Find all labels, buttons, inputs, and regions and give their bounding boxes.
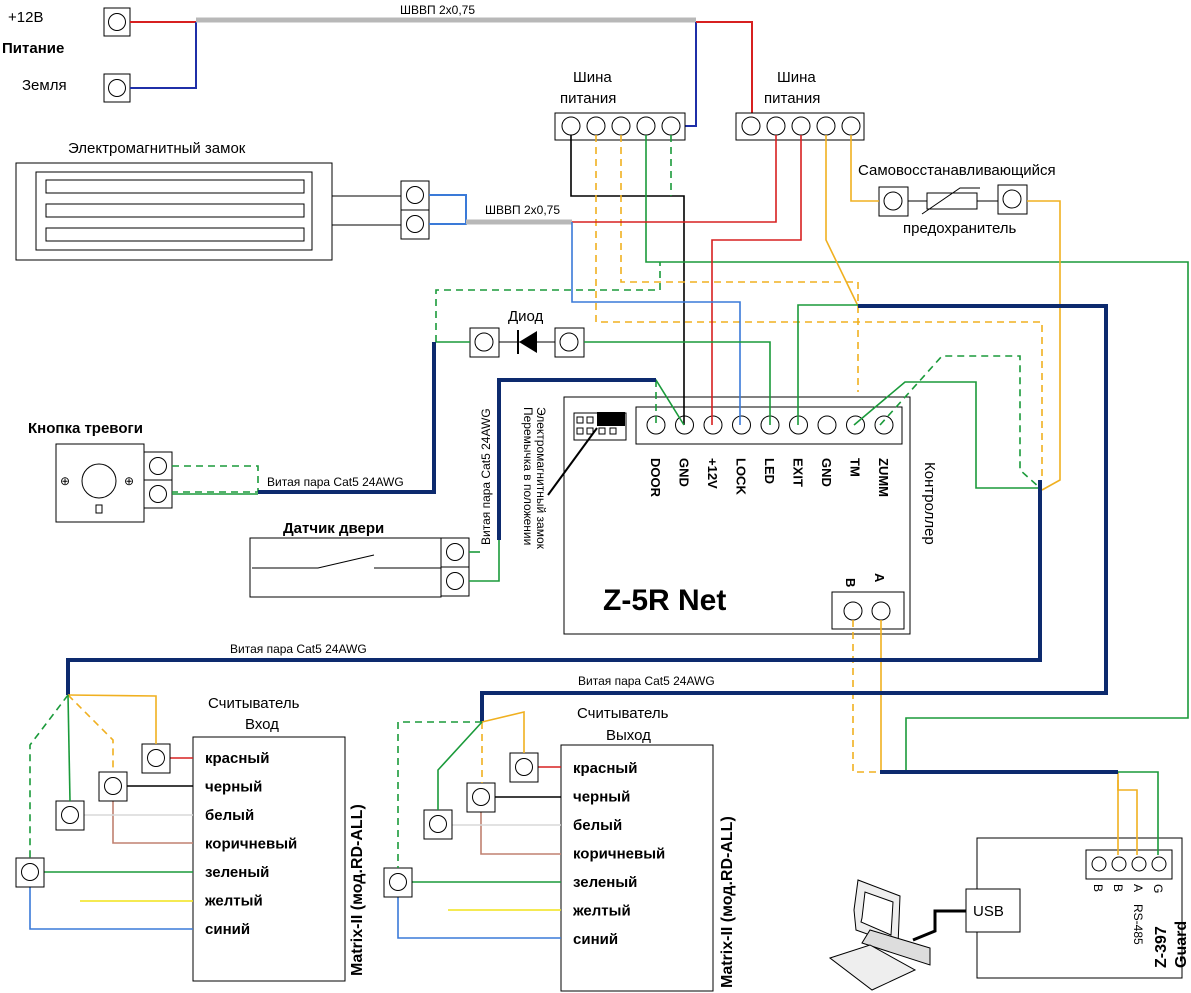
power-section: +12В Питание Земля	[2, 7, 131, 103]
cable-label-door: Витая пара Cat5 24AWG	[479, 408, 493, 545]
power-bus-1: Шина питания	[554, 69, 686, 141]
svg-text:G: G	[1151, 884, 1165, 893]
door-sensor: Датчик двери	[249, 520, 470, 598]
power-plus-label: +12В	[8, 9, 43, 26]
svg-text:Выход: Выход	[606, 727, 651, 744]
power-title: Питание	[2, 40, 64, 57]
wires	[172, 135, 1189, 855]
power-ground-label: Земля	[22, 77, 67, 94]
reader_in-wire-label: синий	[205, 921, 250, 938]
reader_out-wire-label: красный	[573, 760, 637, 777]
controller-side-label: Контроллер	[921, 462, 938, 545]
svg-text:питания: питания	[560, 90, 616, 107]
resettable-fuse: Самовосстанавливающийся предохранитель	[858, 162, 1056, 237]
converter-z397-guard: В B A G RS-485 USB Z-397 Guard	[965, 837, 1190, 979]
svg-text:Guard: Guard	[1173, 921, 1190, 968]
cat5-cables	[66, 304, 1118, 774]
controller-pin-label: TM	[848, 458, 863, 477]
rs-pin-a: A	[872, 573, 887, 583]
diode: Диод	[469, 308, 585, 358]
controller-pin-label: +12V	[705, 458, 720, 489]
controller-pin-label: GND	[819, 458, 834, 487]
reader_in-wire-label: коричневый	[205, 836, 297, 853]
cable-label-top: ШВВП 2х0,75	[400, 3, 475, 17]
reader-out-model: Matrix-II (мод.RD-ALL)	[719, 816, 736, 988]
controller-pin-label: LED	[762, 458, 777, 484]
svg-text:предохранитель: предохранитель	[903, 220, 1017, 237]
reader-out-terminals	[383, 752, 539, 898]
power-bus-2: Шина питания	[735, 69, 865, 141]
terminal-ground	[103, 73, 131, 103]
svg-text:⊕: ⊕	[124, 474, 134, 488]
controller-pin-3	[732, 415, 751, 435]
alarm-button: Кнопка тревоги ⊕ ⊕	[28, 420, 173, 523]
reader_in-wire-label: красный	[205, 750, 269, 767]
svg-text:⊕: ⊕	[60, 474, 70, 488]
electromagnetic-lock: Электромагнитный замок	[15, 140, 430, 261]
jumper-block	[547, 412, 627, 496]
reader-lead-wire	[397, 897, 561, 939]
rs-pin-b: B	[843, 578, 858, 587]
usb-label: USB	[973, 903, 1004, 920]
lock-title: Электромагнитный замок	[68, 140, 246, 157]
controller-z5r-net: DOOR GND +12V LOCK LED EXIT GND TM ZUMM Контролл…	[521, 396, 938, 635]
svg-text:Считыватель: Считыватель	[208, 695, 300, 712]
reader-fan-wires	[29, 694, 525, 868]
reader_in-wire-label: желтый	[204, 893, 263, 910]
cable-label-lock: ШВВП 2х0,75	[485, 203, 560, 217]
cable-label-alarm: Витая пара Cat5 24AWG	[267, 475, 404, 489]
jumper-note-2: Электромагнитный замок	[534, 407, 548, 550]
reader_out-wire-label: зеленый	[573, 874, 637, 891]
reader-in-terminals	[15, 743, 171, 888]
controller-pin-8	[874, 415, 894, 435]
reader_in-wire-label: белый	[205, 807, 254, 824]
controller-pin-label: ZUMM	[876, 458, 891, 497]
controller-name: Z-5R Net	[603, 584, 726, 617]
controller-pin-label: LOCK	[734, 458, 749, 495]
cable-label-reader-in: Витая пара Cat5 24AWG	[230, 642, 367, 656]
door-sensor-title: Датчик двери	[283, 520, 384, 537]
svg-text:Диод: Диод	[508, 308, 544, 325]
controller-pin-2	[703, 415, 723, 435]
controller-pin-label: EXIT	[791, 458, 806, 487]
reader_out-wire-label: белый	[573, 817, 622, 834]
controller-pin-label: GND	[677, 458, 692, 487]
reader_out-wire-label: черный	[573, 789, 630, 806]
power-wires	[130, 17, 753, 127]
svg-text:Считыватель: Считыватель	[577, 705, 669, 722]
svg-text:питания: питания	[764, 90, 820, 107]
reader-in: Считыватель Вход красный черный белый корич…	[29, 695, 366, 982]
alarm-title: Кнопка тревоги	[28, 420, 143, 437]
svg-text:Шина: Шина	[573, 69, 612, 86]
reader-in-model: Matrix-II (мод.RD-ALL)	[349, 804, 366, 976]
svg-text:RS-485: RS-485	[1131, 904, 1145, 945]
reader-lead-wire	[112, 801, 193, 844]
reader_out-wire-label: синий	[573, 931, 618, 948]
svg-text:Самовосстанавливающийся: Самовосстанавливающийся	[858, 162, 1056, 179]
svg-text:Вход: Вход	[245, 716, 279, 733]
reader-out: Считыватель Выход красный черный белый кори…	[397, 705, 736, 992]
svg-text:A: A	[1131, 884, 1145, 892]
reader-lead-wire	[480, 812, 561, 855]
cable-label-reader-out: Витая пара Cat5 24AWG	[578, 674, 715, 688]
svg-text:Z-397: Z-397	[1153, 926, 1170, 968]
terminal-plus12	[103, 7, 131, 37]
reader_out-wire-label: желтый	[572, 903, 631, 920]
reader-lead-wire	[29, 887, 193, 930]
svg-text:B: B	[1111, 884, 1125, 892]
reader_out-wire-label: коричневый	[573, 846, 665, 863]
controller-pin-6	[817, 415, 837, 435]
svg-text:Шина: Шина	[777, 69, 816, 86]
lock-wires	[429, 194, 572, 225]
reader_in-wire-label: зеленый	[205, 864, 269, 881]
computer-icon	[828, 879, 966, 991]
jumper-note-1: Перемычка в положении	[521, 407, 535, 545]
svg-text:В: В	[1091, 884, 1105, 892]
reader_in-wire-label: черный	[205, 779, 262, 796]
controller-pin-label: DOOR	[648, 458, 663, 498]
